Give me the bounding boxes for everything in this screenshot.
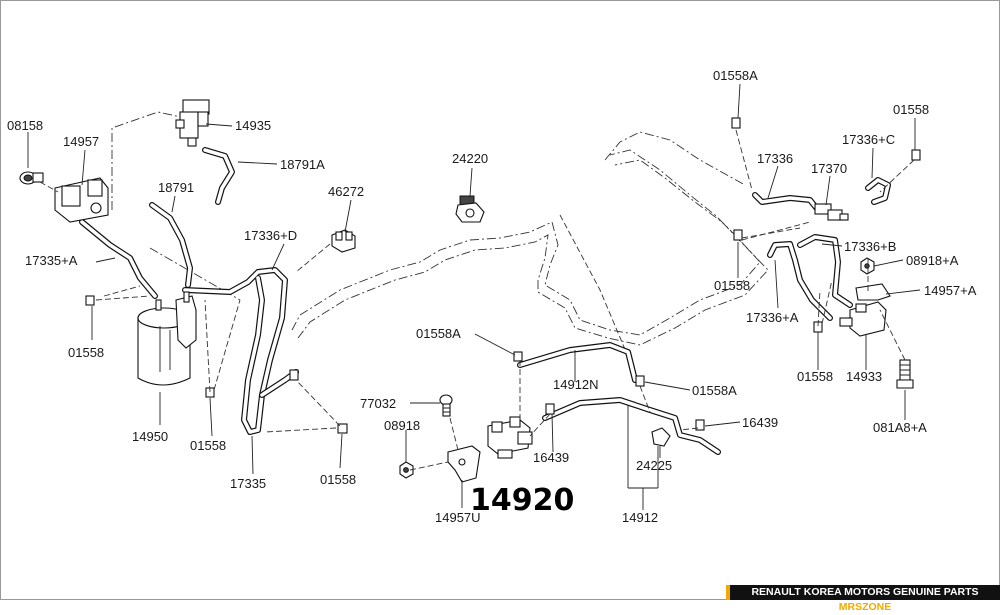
sensor-24220 xyxy=(455,195,485,223)
label-14957A: 14957+A xyxy=(924,283,977,298)
label-01558-mid: 01558 xyxy=(190,438,226,453)
label-01558-right1: 01558 xyxy=(714,278,750,293)
connector-17370 xyxy=(814,203,849,221)
label-77032: 77032 xyxy=(360,396,396,411)
bracket-14957 xyxy=(54,177,109,223)
clips-small xyxy=(85,117,921,434)
label-16439-right: 16439 xyxy=(742,415,778,430)
label-14933: 14933 xyxy=(846,369,882,384)
label-14957: 14957 xyxy=(63,134,99,149)
label-17370: 17370 xyxy=(811,161,847,176)
banner-text: RENAULT KOREA MOTORS GENUINE PARTS xyxy=(751,586,979,598)
clip-46272 xyxy=(331,229,356,253)
canister-14950 xyxy=(137,291,197,386)
label-14935: 14935 xyxy=(235,118,271,133)
locator-lines xyxy=(39,129,915,471)
solenoid-14935 xyxy=(175,99,210,147)
routing-lines xyxy=(111,111,769,386)
part-labels: 08158 14957 14935 18791A 18791 46272 173… xyxy=(7,68,977,525)
label-08158: 08158 xyxy=(7,118,43,133)
label-17336C: 17336+C xyxy=(842,132,895,147)
label-01558-top: 01558 xyxy=(893,102,929,117)
banner-brand: MRSZONE xyxy=(838,601,892,613)
label-01558-left: 01558 xyxy=(68,345,104,360)
bolt-77032 xyxy=(439,394,453,417)
label-46272: 46272 xyxy=(328,184,364,199)
label-18791A: 18791A xyxy=(280,157,325,172)
bracket-14957A xyxy=(855,283,891,301)
nut-08918A xyxy=(860,257,875,275)
label-17335A: 17335+A xyxy=(25,253,78,268)
label-14950: 14950 xyxy=(132,429,168,444)
bolt-081A8A xyxy=(896,359,914,389)
grommet-08158 xyxy=(19,171,44,185)
label-01558A-right: 01558A xyxy=(692,383,737,398)
valve-14933 xyxy=(839,301,887,337)
label-14957U: 14957U xyxy=(435,510,481,525)
hoses xyxy=(79,147,891,455)
label-14912: 14912 xyxy=(622,510,658,525)
clip-24225 xyxy=(651,427,671,447)
label-08918: 08918 xyxy=(384,418,420,433)
leader-lines xyxy=(27,83,921,510)
label-01558-bottom: 01558 xyxy=(320,472,356,487)
label-17336D: 17336+D xyxy=(244,228,297,243)
footer-banner: RENAULT KOREA MOTORS GENUINE PARTS MRSZO… xyxy=(726,585,1000,613)
label-17335: 17335 xyxy=(230,476,266,491)
label-18791: 18791 xyxy=(158,180,194,195)
label-24220: 24220 xyxy=(452,151,488,166)
label-17336: 17336 xyxy=(757,151,793,166)
components xyxy=(19,99,921,483)
label-08918A: 08918+A xyxy=(906,253,959,268)
label-14920: 14920 xyxy=(470,483,574,518)
parts-diagram: 08158 14957 14935 18791A 18791 46272 173… xyxy=(0,0,1000,600)
label-01558A-top: 01558A xyxy=(713,68,758,83)
label-14912N: 14912N xyxy=(553,377,599,392)
label-01558-right2: 01558 xyxy=(797,369,833,384)
label-17336A: 17336+A xyxy=(746,310,799,325)
label-24225: 24225 xyxy=(636,458,672,473)
label-01558A-mid: 01558A xyxy=(416,326,461,341)
label-081A8A: 081A8+A xyxy=(873,420,927,435)
bracket-14957U xyxy=(447,445,481,483)
label-17336B: 17336+B xyxy=(844,239,896,254)
label-16439-mid: 16439 xyxy=(533,450,569,465)
